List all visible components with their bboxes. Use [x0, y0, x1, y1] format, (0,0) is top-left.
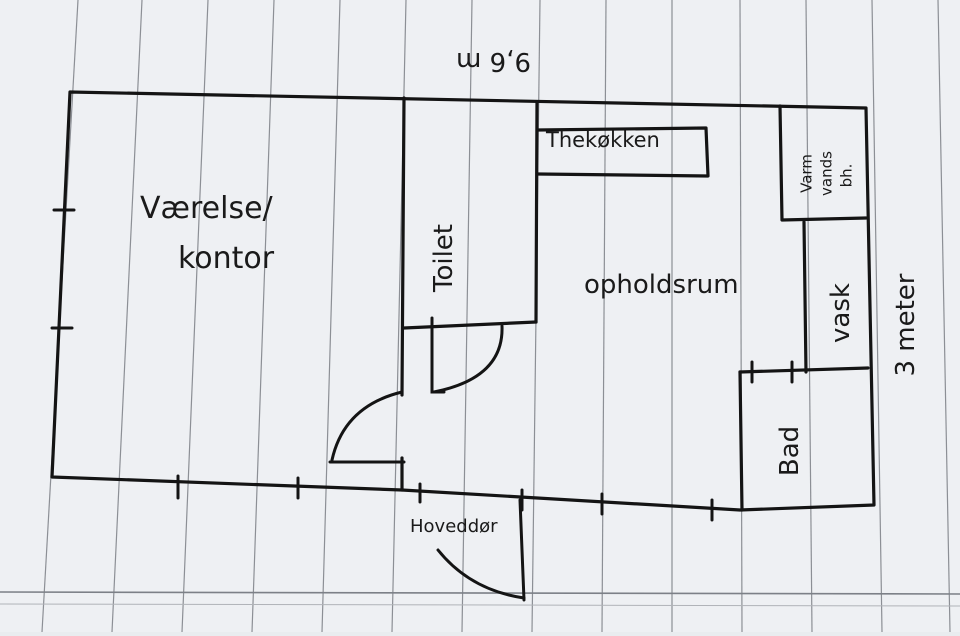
room-label-vaerelse-line2: kontor: [178, 241, 275, 276]
thekokken-box: [536, 126, 710, 178]
rule-line: [461, 0, 473, 633]
wall-toilet-right: [534, 100, 539, 324]
room-label-vaerelse-line1: Værelse/: [140, 191, 273, 226]
room-label-opholdsrum: opholdsrum: [584, 270, 739, 300]
room-label-toilet: Toilet: [429, 224, 459, 293]
wall-toilet-bottom: [402, 320, 538, 330]
entrance-door-leaf: [518, 498, 526, 602]
wall-ticks: [50, 208, 794, 522]
wall-vaerelse-right: [400, 96, 406, 397]
varmvand-box: [778, 104, 868, 222]
bottom-margin-line-2: [0, 603, 960, 607]
rule-line: [111, 0, 143, 633]
entrance-door-swing: [436, 548, 526, 600]
ruled-lines: [41, 0, 951, 633]
room-label-thekokken: Thekøkken: [546, 128, 660, 152]
rule-line: [937, 0, 951, 633]
right-dimension-label: 3 meter: [891, 273, 921, 377]
room-label-varmvand-line1: Varm: [797, 154, 816, 193]
rule-line: [181, 0, 209, 633]
room-label-bad: Bad: [775, 425, 805, 477]
rule-line: [601, 0, 607, 633]
top-dimension-label: 9,6 m: [456, 46, 531, 76]
wall-bad-left: [738, 370, 744, 512]
entrance-label: Hoveddør: [410, 516, 498, 537]
wall-bad-top: [738, 366, 870, 374]
room-label-vask: vask: [826, 283, 856, 343]
vaerelse-door-swing: [330, 390, 404, 462]
walls: [50, 90, 876, 512]
wall-vask-left: [802, 220, 808, 374]
rule-line: [251, 0, 275, 633]
doors: [328, 324, 526, 602]
rule-line: [321, 0, 341, 633]
toilet-door-swing: [432, 324, 504, 394]
rule-line: [871, 0, 883, 633]
outer-wall: [50, 90, 876, 512]
room-label-varmvand-line3: bh.: [837, 163, 856, 188]
bottom-margin-line: [0, 591, 960, 595]
room-label-varmvand-line2: vands: [817, 151, 836, 196]
